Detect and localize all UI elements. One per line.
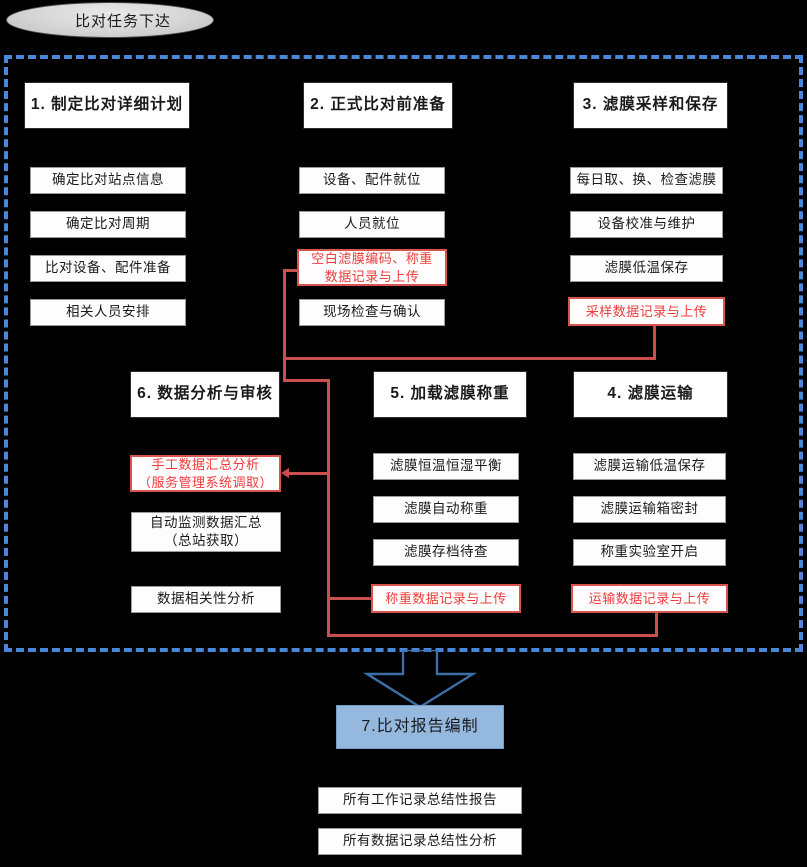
stage-1-item-4[interactable]: 相关人员安排 [30, 299, 186, 326]
stage-5-header[interactable]: 5. 加载滤膜称重 [373, 371, 527, 418]
report-generation-box[interactable]: 7.比对报告编制 [336, 705, 504, 749]
connector-e-seg [327, 597, 372, 600]
stage-3-item-2[interactable]: 设备校准与维护 [570, 211, 723, 238]
stage-1-item-1[interactable]: 确定比对站点信息 [30, 167, 186, 194]
connector-a-seg-left [283, 269, 299, 272]
stage-5-item-4-weighing-record[interactable]: 称重数据记录与上传 [371, 584, 521, 613]
stage-1-item-2[interactable]: 确定比对周期 [30, 211, 186, 238]
stage-6-header[interactable]: 6. 数据分析与审核 [130, 371, 280, 418]
stage-5-item-3[interactable]: 滤膜存档待查 [373, 539, 519, 566]
stage-1-item-3[interactable]: 比对设备、配件准备 [30, 255, 186, 282]
stage-5-item-1[interactable]: 滤膜恒温恒湿平衡 [373, 453, 519, 480]
stage-3-item-4-sampling-record[interactable]: 采样数据记录与上传 [568, 297, 725, 326]
connector-a-seg-up [653, 326, 656, 360]
connector-b-seg-down [283, 357, 286, 382]
footer-item-2[interactable]: 所有数据记录总结性分析 [318, 828, 522, 855]
start-ellipse-label: 比对任务下达 [74, 12, 171, 30]
stage-6-item-2-line-2: （总站获取） [164, 533, 248, 548]
connector-a-seg-down [283, 269, 286, 360]
down-block-arrow [362, 650, 478, 708]
stage-4-item-3[interactable]: 称重实验室开启 [573, 539, 726, 566]
connector-f-seg-bottom [327, 634, 658, 637]
stage-2-item-2[interactable]: 人员就位 [299, 211, 445, 238]
stage-2-item-3-line-2: 数据记录与上传 [324, 268, 420, 284]
stage-6-item-1-line-2: （服务管理系统调取） [137, 474, 273, 490]
connector-a-seg-right [283, 357, 656, 360]
stage-4-item-1[interactable]: 滤膜运输低温保存 [573, 453, 726, 480]
stage-4-item-2[interactable]: 滤膜运输箱密封 [573, 496, 726, 523]
stage-6-item-3[interactable]: 数据相关性分析 [131, 586, 281, 613]
stage-5-item-2[interactable]: 滤膜自动称重 [373, 496, 519, 523]
stage-6-item-2[interactable]: 自动监测数据汇总 （总站获取） [131, 512, 281, 552]
connector-b-seg-right [283, 379, 330, 382]
stage-6-item-1-line-1: 手工数据汇总分析 [151, 456, 260, 472]
stage-1-header[interactable]: 1. 制定比对详细计划 [24, 82, 190, 129]
stage-3-item-1[interactable]: 每日取、换、检查滤膜 [570, 167, 723, 194]
stage-2-item-1[interactable]: 设备、配件就位 [299, 167, 445, 194]
connector-f-seg-up [655, 613, 658, 637]
start-ellipse: 比对任务下达 [6, 2, 214, 38]
stage-2-item-3-blank-filter-record[interactable]: 空白滤膜编码、称重 数据记录与上传 [297, 249, 447, 286]
connector-d-seg [289, 472, 329, 475]
stage-4-item-4-transport-record[interactable]: 运输数据记录与上传 [571, 584, 728, 613]
stage-6-item-2-line-1: 自动监测数据汇总 [150, 514, 262, 530]
connector-trunk-vertical [327, 379, 330, 637]
stage-6-item-1-manual-analysis[interactable]: 手工数据汇总分析 （服务管理系统调取） [130, 455, 281, 492]
connector-d-arrowhead [281, 468, 289, 478]
stage-3-item-3[interactable]: 滤膜低温保存 [570, 255, 723, 282]
stage-2-item-3-line-1: 空白滤膜编码、称重 [311, 250, 433, 266]
stage-2-item-4[interactable]: 现场检查与确认 [299, 299, 445, 326]
stage-3-header[interactable]: 3. 滤膜采样和保存 [573, 82, 728, 129]
stage-4-header[interactable]: 4. 滤膜运输 [573, 371, 728, 418]
stage-2-header[interactable]: 2. 正式比对前准备 [303, 82, 453, 129]
footer-item-1[interactable]: 所有工作记录总结性报告 [318, 787, 522, 814]
